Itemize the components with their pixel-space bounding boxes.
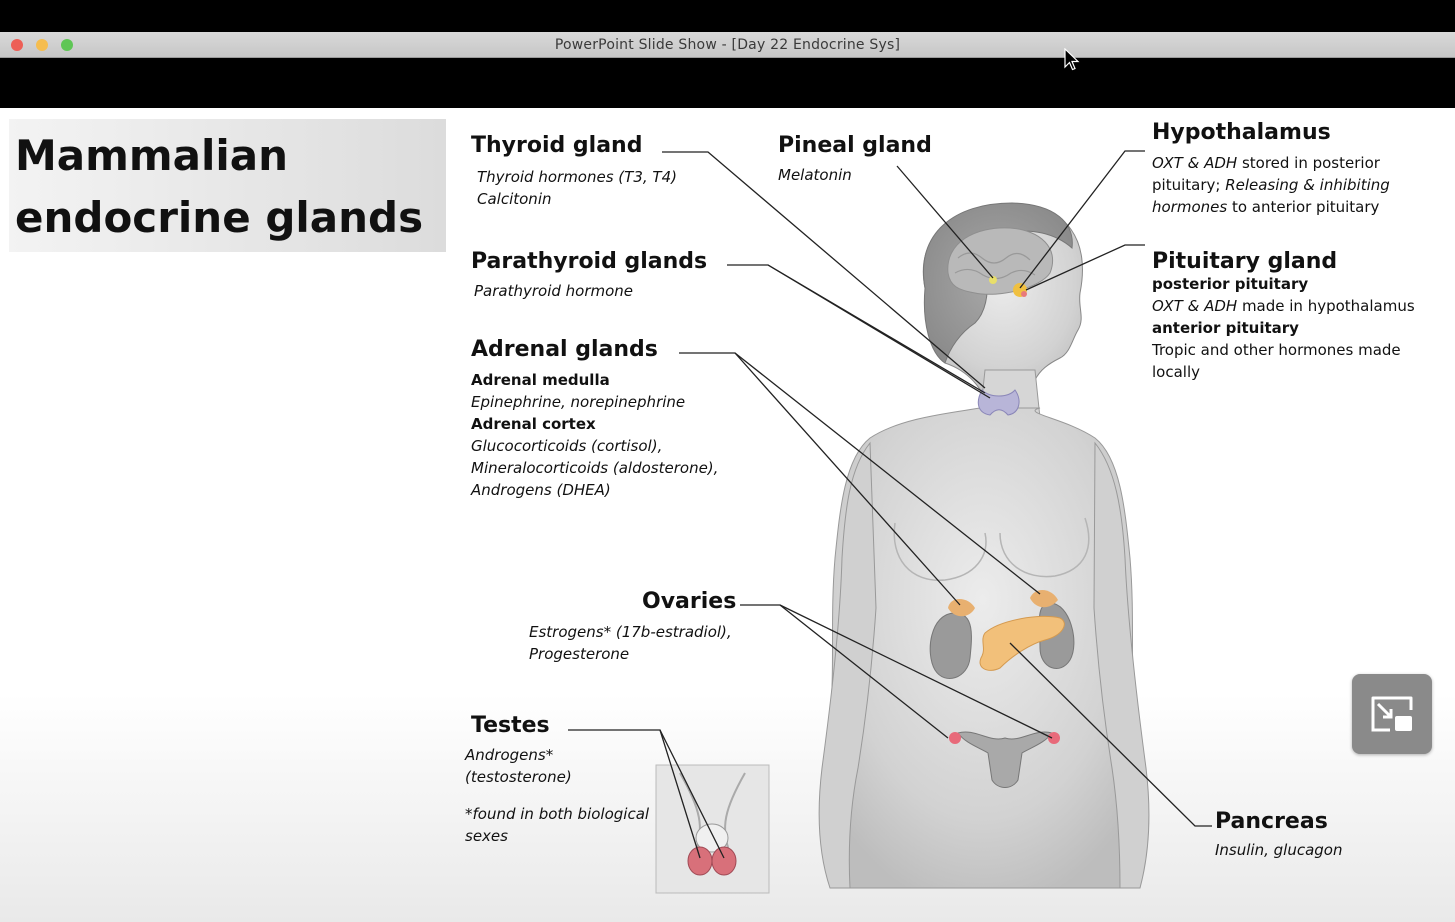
pituitary-sub1: posterior pituitary [1152, 275, 1309, 293]
slideshow-letterbox [0, 58, 1455, 108]
ovaries-line2: Progesterone [529, 645, 630, 663]
testes-line2: (testosterone) [465, 768, 572, 786]
testes-inset [655, 764, 770, 894]
adrenal-cortex-line3: Androgens (DHEA) [471, 481, 611, 499]
adrenal-cortex-line1: Glucocorticoids (cortisol), [471, 437, 663, 455]
ovaries-line1: Estrogens* (17b-estradiol), [529, 623, 732, 641]
top-black-band [0, 0, 1455, 32]
endocrine-illustration [568, 150, 1212, 894]
thyroid-line2: Calcitonin [477, 190, 552, 208]
window-title: PowerPoint Slide Show - [Day 22 Endocrin… [554, 37, 901, 53]
close-window-button[interactable] [11, 39, 23, 51]
leader-lines [568, 150, 1212, 859]
exit-picture-in-picture-icon [1371, 696, 1413, 732]
pineal-organ [989, 276, 997, 284]
adrenal-heading: Adrenal glands [471, 337, 658, 362]
pituitary-heading: Pituitary gland [1152, 249, 1338, 274]
parathyroid-heading: Parathyroid glands [471, 249, 708, 274]
adrenal-cortex-line2: Mineralocorticoids (aldosterone), [471, 459, 719, 477]
pancreas-heading: Pancreas [1215, 809, 1328, 834]
right-adrenal [1030, 589, 1058, 608]
slide-title-line1: Mammalian [15, 131, 289, 180]
exit-picture-in-picture-button[interactable] [1352, 674, 1432, 754]
hypothalamus-heading: Hypothalamus [1152, 120, 1331, 145]
pancreas-line1: Insulin, glucagon [1215, 841, 1343, 859]
left-adrenal [948, 599, 975, 617]
pineal-heading: Pineal gland [778, 133, 932, 158]
hypothalamus-line2: pituitary; Releasing & inhibiting [1152, 176, 1390, 194]
pituitary-organ [1021, 291, 1027, 297]
pancreas-organ [979, 615, 1065, 671]
pituitary-line1: OXT & ADH made in hypothalamus [1152, 297, 1415, 315]
pituitary-line3: locally [1152, 363, 1200, 381]
hypothalamus-line1: OXT & ADH stored in posterior [1152, 154, 1380, 172]
testes-note-line2: sexes [465, 827, 508, 845]
pineal-line1: Melatonin [778, 166, 852, 184]
left-kidney [929, 612, 972, 680]
hypothalamus-line3: hormones to anterior pituitary [1152, 198, 1380, 216]
thyroid-organ [977, 389, 1020, 416]
pituitary-line2: Tropic and other hormones made [1152, 341, 1401, 359]
body-silhouette [818, 202, 1150, 889]
pituitary-sub2: anterior pituitary [1152, 319, 1299, 337]
testes-note-line1: *found in both biological [465, 805, 650, 823]
testes-heading: Testes [471, 713, 550, 738]
uterus-organ [949, 731, 1060, 788]
zoom-window-button[interactable] [61, 39, 73, 51]
parathyroid-line1: Parathyroid hormone [474, 282, 634, 300]
minimize-window-button[interactable] [36, 39, 48, 51]
slide-title-box: Mammalian endocrine glands [9, 119, 446, 252]
testes-line1: Androgens* [465, 746, 554, 764]
thyroid-line1: Thyroid hormones (T3, T4) [477, 168, 677, 186]
adrenal-medulla-label: Adrenal medulla [471, 371, 610, 389]
adrenal-medulla-text: Epinephrine, norepinephrine [471, 393, 686, 411]
thyroid-heading: Thyroid gland [471, 133, 643, 158]
adrenal-cortex-label: Adrenal cortex [471, 415, 596, 433]
slide-title-line2: endocrine glands [15, 193, 424, 242]
slide-canvas[interactable]: Mammalian endocrine glands [0, 108, 1455, 922]
window-titlebar[interactable]: PowerPoint Slide Show - [Day 22 Endocrin… [0, 32, 1455, 58]
mouse-pointer-icon [1064, 48, 1080, 71]
ovaries-heading: Ovaries [642, 589, 737, 614]
